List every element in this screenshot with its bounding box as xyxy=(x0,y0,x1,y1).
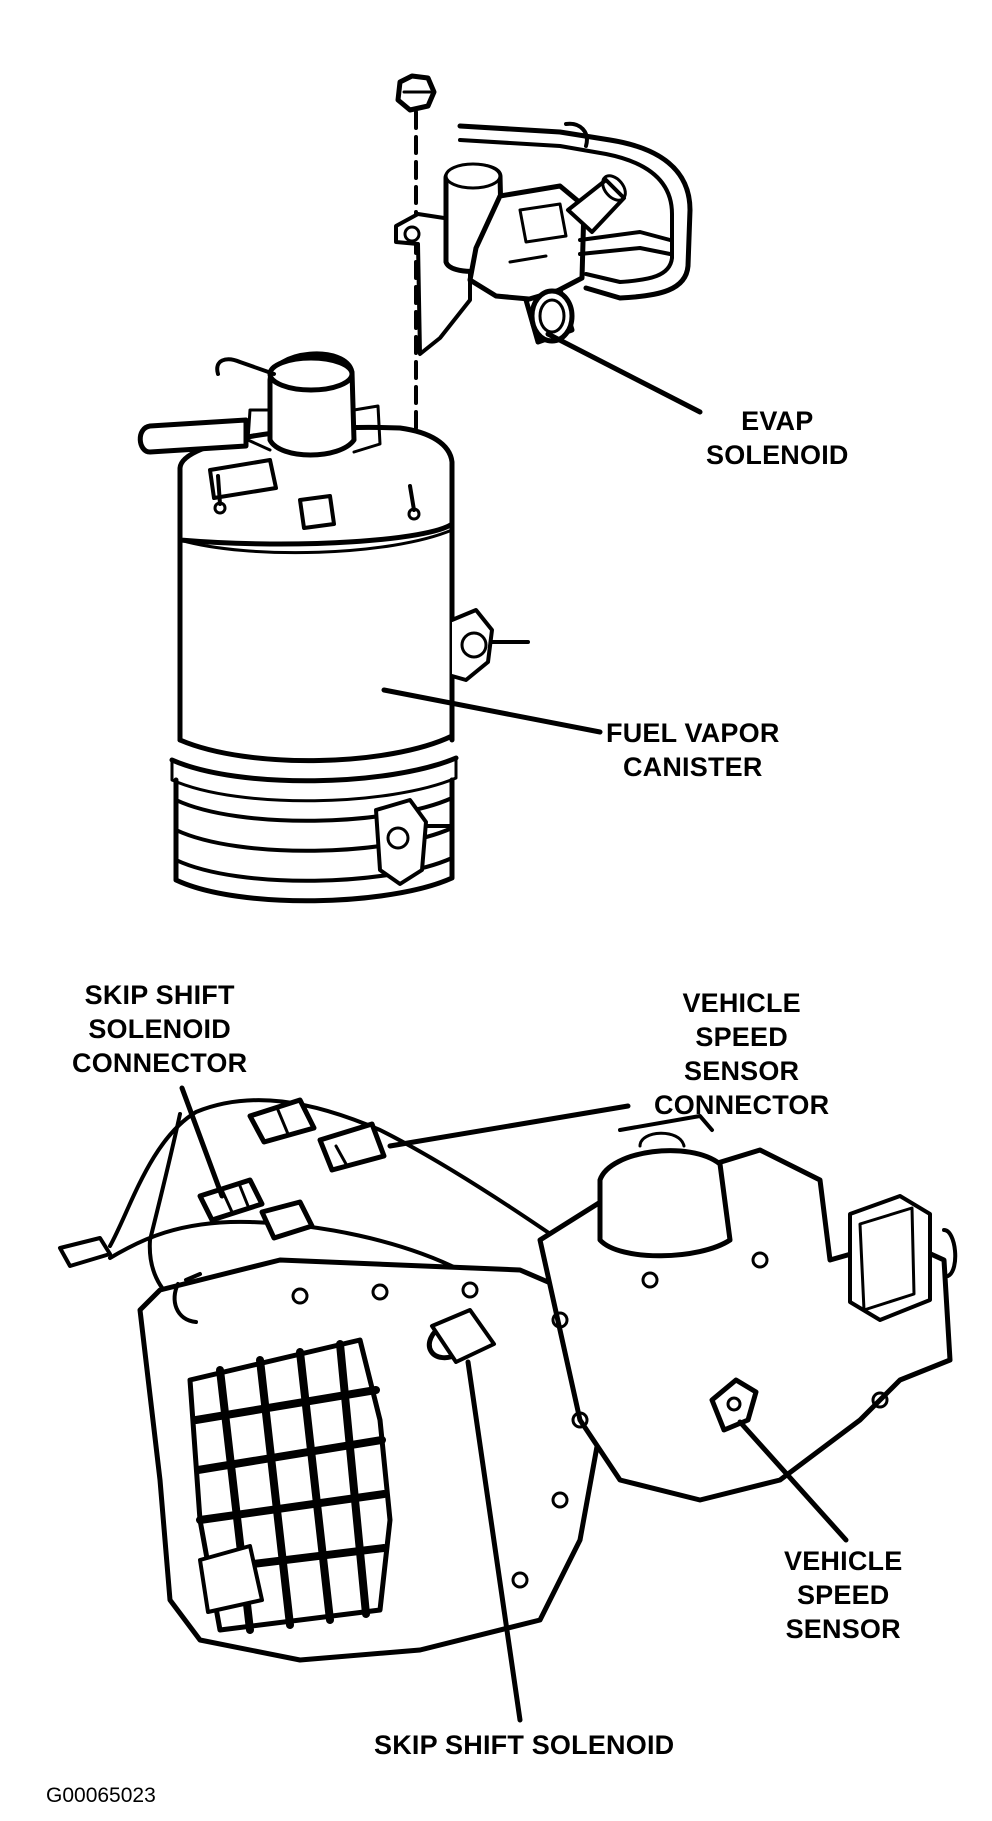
evap-solenoid-leader xyxy=(545,331,703,415)
vehicle-speed-sensor-connector-leader xyxy=(387,1103,631,1149)
evap-solenoid-illustration xyxy=(394,73,693,502)
figure-id: G00065023 xyxy=(46,1784,156,1807)
skip-shift-solenoid-connector-leader xyxy=(179,1085,225,1199)
skip-shift-solenoid-leader xyxy=(465,1359,523,1723)
skip-shift-solenoid-connector-label: SKIP SHIFT SOLENOID CONNECTOR xyxy=(72,980,248,1078)
vehicle-speed-sensor-label: VEHICLE SPEED SENSOR xyxy=(784,1546,903,1644)
fuel-vapor-canister-leader xyxy=(381,687,603,735)
fuel-vapor-canister-illustration xyxy=(137,351,530,904)
fuel-vapor-canister-label: FUEL VAPOR CANISTER xyxy=(606,718,780,782)
vehicle-speed-sensor-leader xyxy=(737,1419,849,1543)
skip-shift-solenoid-label: SKIP SHIFT SOLENOID xyxy=(374,1730,675,1760)
vehicle-speed-sensor-connector-label: VEHICLE SPEED SENSOR CONNECTOR xyxy=(654,988,830,1120)
evap-solenoid-label: EVAP SOLENOID xyxy=(706,406,849,470)
transmission-illustration xyxy=(58,1097,958,1663)
